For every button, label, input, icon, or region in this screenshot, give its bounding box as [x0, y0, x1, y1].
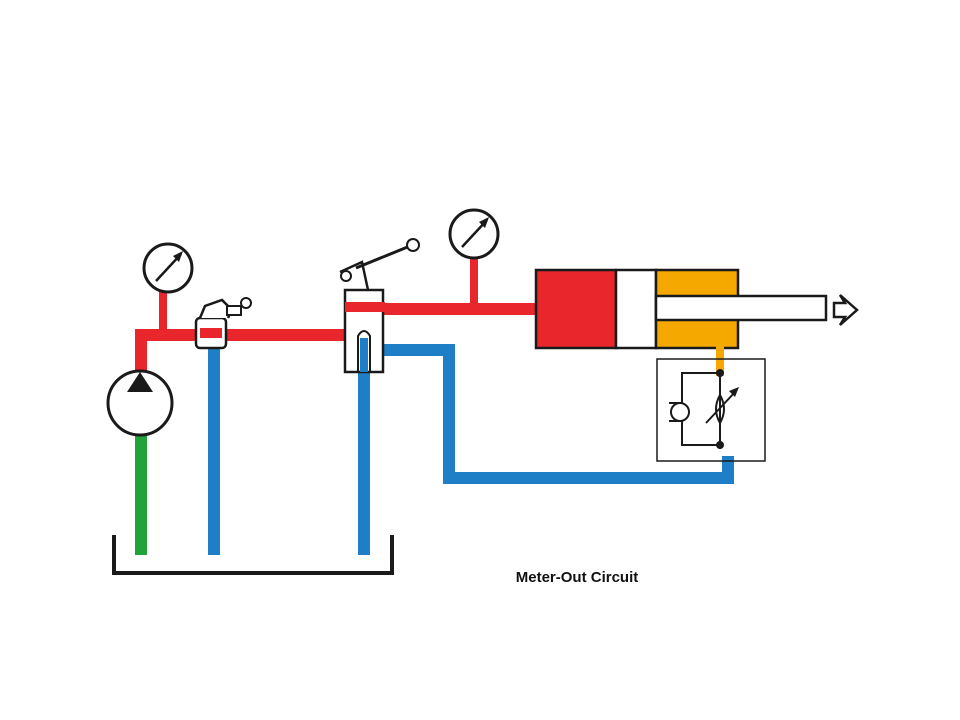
pump-gauge-line [159, 288, 167, 334]
cylinder-gauge-line [470, 256, 478, 304]
flow-control-valve-icon [656, 358, 766, 462]
valve-tank-line [358, 328, 370, 555]
check-valve-icon [669, 402, 690, 422]
diagram-caption: Meter-Out Circuit [515, 569, 639, 586]
directional-valve-icon [339, 238, 420, 374]
relief-valve-icon [194, 297, 252, 350]
cylinder-icon [534, 268, 828, 350]
reservoir-icon [112, 535, 394, 575]
pump-pressure-line [135, 329, 345, 378]
pressure-gauge-icon [142, 242, 194, 294]
cylinder-pressure-line [382, 303, 538, 315]
pressure-gauge-icon [448, 208, 500, 260]
motion-arrow-icon [832, 294, 859, 326]
pump-icon [106, 369, 174, 437]
suction-line [135, 432, 147, 555]
metered-line [716, 346, 724, 376]
relief-return-line [208, 343, 220, 555]
cylinder-return-line [382, 344, 734, 484]
